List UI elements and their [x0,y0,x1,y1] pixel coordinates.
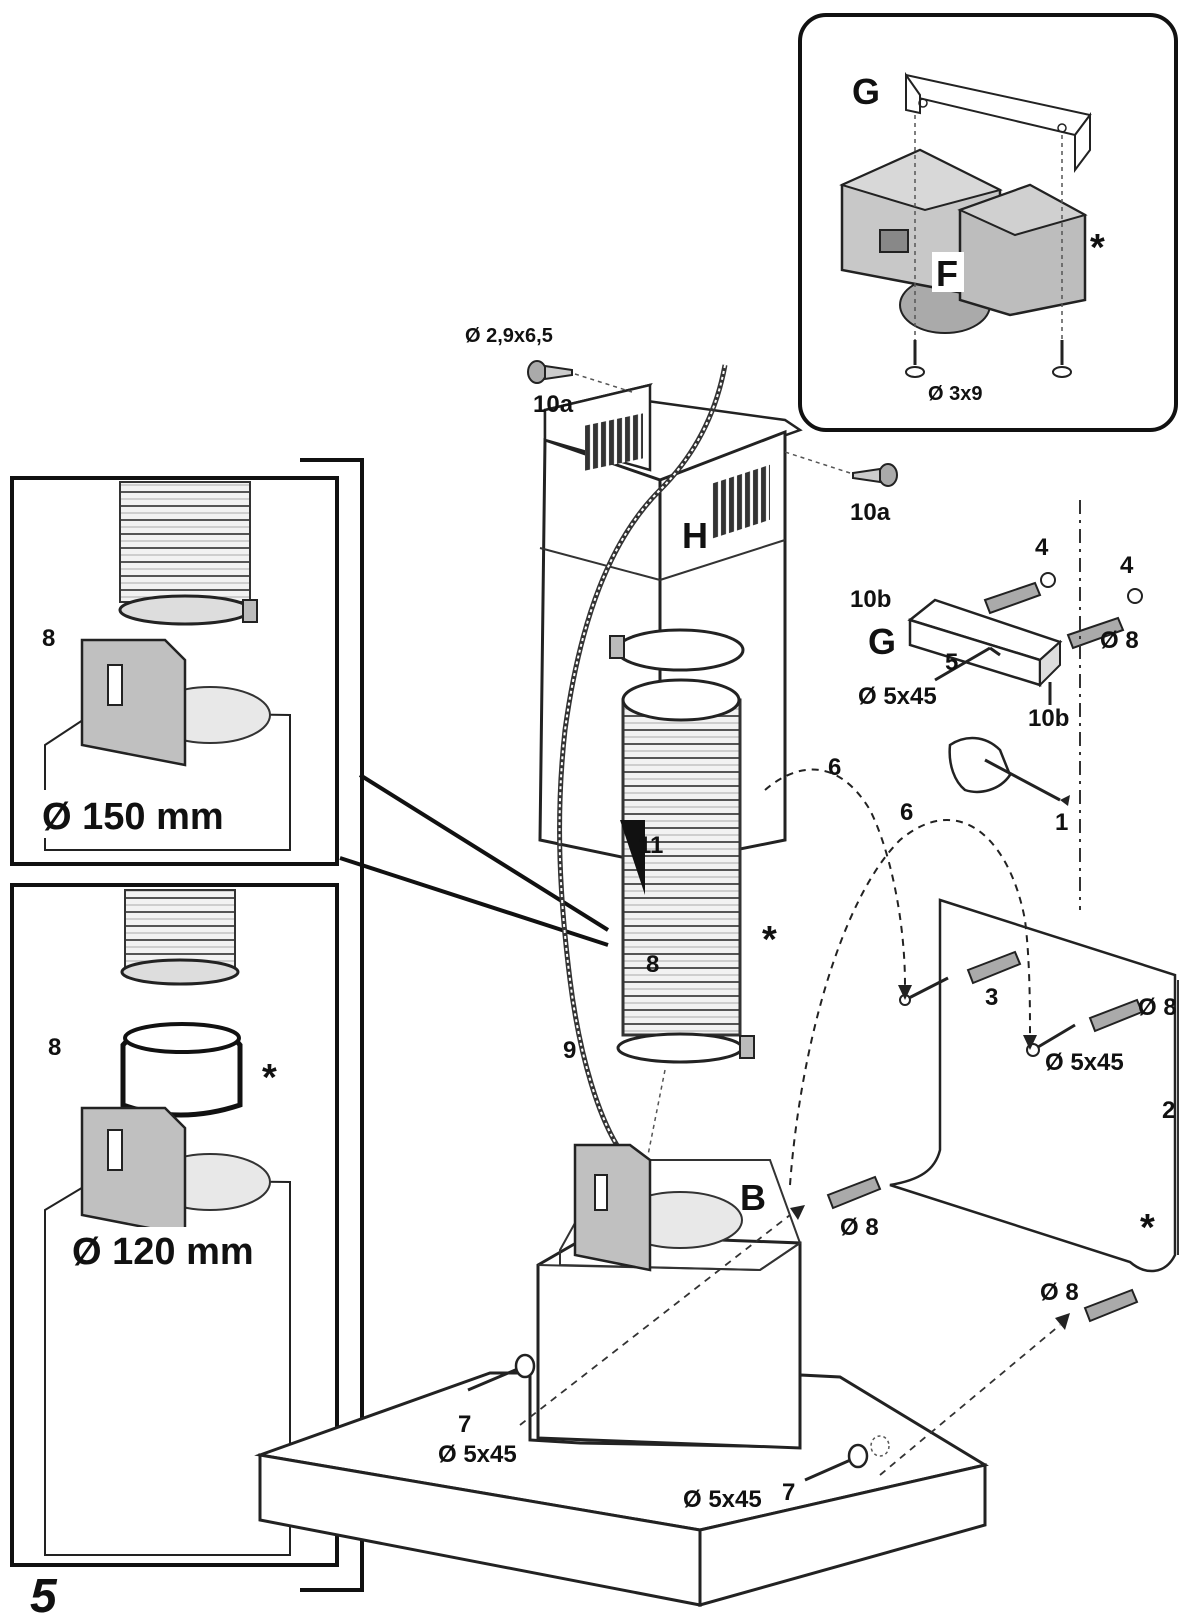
wall-plug-size-lower-right: Ø 8 [1040,1279,1079,1306]
inset-label-g: G [852,71,880,112]
hood-canopy-side [698,1463,987,1607]
wall-plug-left [983,581,1042,615]
bracket-washer-left: 4 [1035,534,1049,561]
screw-10a-left [527,360,633,393]
filter-handle [879,229,909,253]
bracket-label-g: G [868,621,896,662]
inset-150-part-label: 8 [42,625,55,652]
inset-150-duct [119,481,251,603]
duct-asterisk: * [762,919,777,961]
hood-screw-size-left: Ø 5x45 [438,1441,517,1468]
bracket-10b-left: 10b [850,586,891,613]
wall-bracket-g [907,572,1143,705]
inset-asterisk: * [1090,227,1105,269]
chimney-screw-size: Ø 2,9x6,5 [465,325,553,347]
duct-top-clamp [615,628,745,672]
wall-plug-right [1066,616,1125,650]
inset-150-panel: 8 Ø 150 mm [10,476,339,866]
wall-arc-6b: 6 [900,799,913,826]
wall-screw-size: Ø 5x45 [1045,1049,1124,1076]
inset-120-diameter: Ø 120 mm [72,1231,254,1273]
inset-group-bracket [300,458,364,1592]
pencil-hand-icon [948,736,1070,806]
screw-5 [934,646,1001,682]
inset-screw-right [1052,340,1072,378]
leader-line-150 [358,773,610,932]
inset-label-f: F [936,253,958,294]
cable-label: 9 [563,1037,576,1064]
step-number: 5 [30,1570,58,1617]
bracket-washer-right: 4 [1120,552,1134,579]
wall-plug-lower-right [1083,1288,1139,1323]
hood-screw-7-right: 7 [782,1479,795,1506]
hood-screw-7-left: 7 [458,1411,471,1438]
hood-motor-bracket [573,1143,652,1272]
inset-filter-panel: G F * Ø 3x9 [798,13,1178,432]
arc-6-right [789,819,1031,1186]
bracket-10b-right: 10b [1028,705,1069,732]
inset-120-panel: 8 * Ø 120 mm [10,883,339,1567]
chimney-arrow-num: 11 [638,832,663,859]
screw-7-right [804,1435,890,1482]
wall-asterisk: * [1140,1207,1155,1249]
vent-slots-left [585,413,643,471]
wall-plug-upper-right [1088,998,1144,1033]
arrow-11 [620,820,645,895]
inset-screw-left [905,340,925,378]
inset-120-motor-bracket [80,1106,187,1237]
hood-plug-size-b: Ø 8 [840,1214,879,1241]
inset-120-asterisk: * [262,1057,277,1099]
chimney-screw-10a-right: 10a [850,499,891,526]
leader-line-120 [339,856,609,947]
duct-bottom-clamp [616,1032,744,1064]
inset-150-clamp [118,594,252,626]
inset-120-duct [124,889,236,971]
wall-sheet [889,898,1179,1273]
flexible-duct [609,628,755,1156]
duct-label: 8 [646,951,659,978]
inset-120-clamp [120,958,240,986]
screw-hole [918,98,928,108]
screw-7-left [467,1353,536,1392]
wall-arc-6a: 6 [828,754,841,781]
chimney-screw-10a-left: 10a [533,391,574,418]
wall-dimension-2: 2 [1162,1097,1175,1124]
chimney-label-h: H [682,515,708,556]
screw-hole [1057,123,1067,133]
screw-10a-right [784,451,898,487]
arc-6-left [764,768,906,986]
inset-150-motor-bracket [80,638,187,767]
bracket-mark-1: 1 [1055,809,1068,836]
washer-left [1040,572,1056,588]
vent-slots-right [712,464,770,539]
hood-label-b: B [740,1177,766,1218]
hood-body-b [254,1143,1070,1607]
inset-screw-size: Ø 3x9 [928,383,982,405]
inset-120-part-label: 8 [48,1034,61,1061]
inset-150-diameter: Ø 150 mm [42,796,224,838]
wall-plug-size-right: Ø 8 [1138,994,1177,1021]
washer-right [1127,588,1143,604]
bracket-plug-size: Ø 8 [1100,627,1139,654]
hood-screw-size-right: Ø 5x45 [683,1486,762,1513]
wall-plug-b [826,1175,882,1210]
bracket-screw-size: Ø 5x45 [858,683,937,710]
wall-plug-3-label: 3 [985,984,998,1011]
bracket-screw-num: 5 [945,649,958,676]
